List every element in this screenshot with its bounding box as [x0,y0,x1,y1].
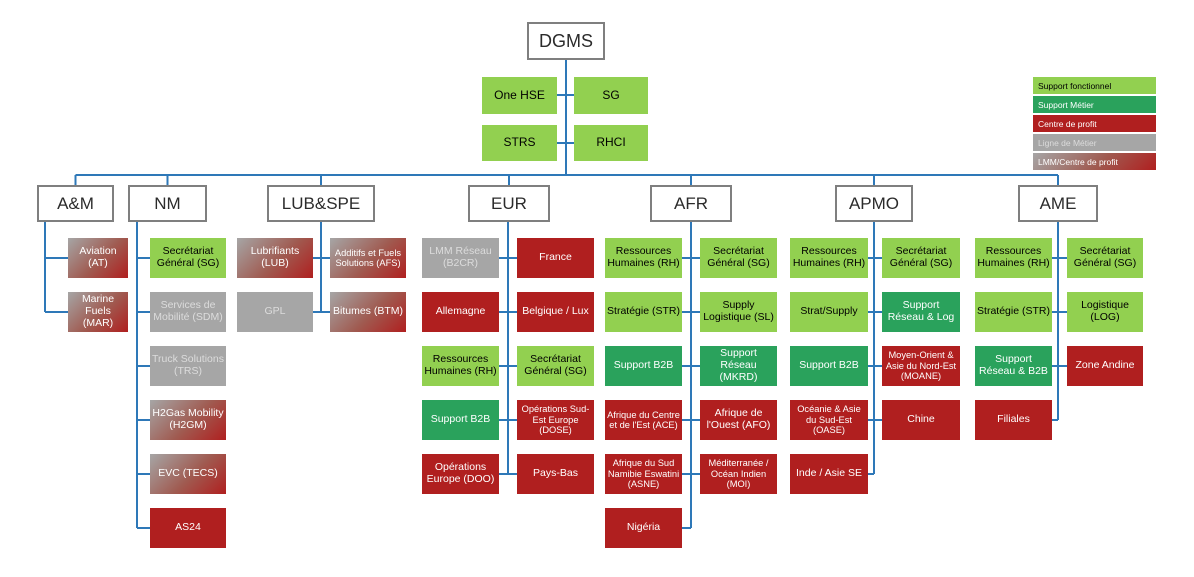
support-node-sg: SG [574,77,648,114]
box-support-r-seau-mkrd: Support Réseau (MKRD) [700,346,777,386]
box-secr-tariat-g-n-ral-sg: Secrétariat Général (SG) [1067,238,1143,278]
box-additifs-et-fuels-solutions-afs: Additifs et Fuels Solutions (AFS) [330,238,406,278]
box-supply-logistique-sl: Supply Logistique (SL) [700,292,777,332]
box-secr-tariat-g-n-ral-sg: Secrétariat Général (SG) [700,238,777,278]
box-strat-gie-str: Stratégie (STR) [975,292,1052,332]
box-filiales: Filiales [975,400,1052,440]
box-inde-asie-se: Inde / Asie SE [790,454,868,494]
box-pays-bas: Pays-Bas [517,454,594,494]
dept-node-lub-spe: LUB&SPE [267,185,375,222]
box-support-r-seau-log: Support Réseau & Log [882,292,960,332]
dept-node-nm: NM [128,185,207,222]
box-moyen-orient-asie-du-nord-est-moane: Moyen-Orient & Asie du Nord-Est (MOANE) [882,346,960,386]
box-ressources-humaines-rh: Ressources Humaines (RH) [975,238,1052,278]
box-ressources-humaines-rh: Ressources Humaines (RH) [790,238,868,278]
box-chine: Chine [882,400,960,440]
box-h2gas-mobility-h2gm: H2Gas Mobility (H2GM) [150,400,226,440]
box-truck-solutions-trs: Truck Solutions (TRS) [150,346,226,386]
box-france: France [517,238,594,278]
box-support-b2b: Support B2B [605,346,682,386]
box-op-rations-europe-doo: Opérations Europe (DOO) [422,454,499,494]
box-afrique-du-sud-namibie-eswatini-asne: Afrique du Sud Namibie Eswatini (ASNE) [605,454,682,494]
box-allemagne: Allemagne [422,292,499,332]
box-lmm-r-seau-b2cr: LMM Réseau (B2CR) [422,238,499,278]
box-strat-gie-str: Stratégie (STR) [605,292,682,332]
box-lubrifiants-lub: Lubrifiants (LUB) [237,238,313,278]
box-aviation-at: Aviation (AT) [68,238,128,278]
legend-item-support-fonctionnel: Support fonctionnel [1033,77,1156,94]
box-bitumes-btm: Bitumes (BTM) [330,292,406,332]
dept-node-afr: AFR [650,185,732,222]
box-ressources-humaines-rh: Ressources Humaines (RH) [605,238,682,278]
box-secr-tariat-g-n-ral-sg: Secrétariat Général (SG) [517,346,594,386]
root-node-dgms: DGMS [527,22,605,60]
box-zone-andine: Zone Andine [1067,346,1143,386]
box-support-b2b: Support B2B [790,346,868,386]
box-afrique-de-l-ouest-afo: Afrique de l'Ouest (AFO) [700,400,777,440]
legend-item-ligne-de-m-tier: Ligne de Métier [1033,134,1156,151]
box-m-diterran-e-oc-an-indien-moi: Méditerranée / Océan Indien (MOI) [700,454,777,494]
box-services-de-mobilit-sdm: Services de Mobilité (SDM) [150,292,226,332]
box-logistique-log: Logistique (LOG) [1067,292,1143,332]
box-afrique-du-centre-et-de-l-est-ace: Afrique du Centre et de l'Est (ACE) [605,400,682,440]
support-node-one-hse: One HSE [482,77,557,114]
box-evc-tecs: EVC (TECS) [150,454,226,494]
legend-item-centre-de-profit: Centre de profit [1033,115,1156,132]
box-support-b2b: Support B2B [422,400,499,440]
box-nig-ria: Nigéria [605,508,682,548]
box-oc-anie-asie-du-sud-est-oase: Océanie & Asie du Sud-Est (OASE) [790,400,868,440]
legend-item-support-m-tier: Support Métier [1033,96,1156,113]
support-node-strs: STRS [482,125,557,161]
box-strat-supply: Strat/Supply [790,292,868,332]
dept-node-apmo: APMO [835,185,913,222]
box-belgique-lux: Belgique / Lux [517,292,594,332]
box-marine-fuels-mar: Marine Fuels (MAR) [68,292,128,332]
box-as24: AS24 [150,508,226,548]
dept-node-eur: EUR [468,185,550,222]
box-gpl: GPL [237,292,313,332]
box-secr-tariat-g-n-ral-sg: Secrétariat Général (SG) [150,238,226,278]
box-secr-tariat-g-n-ral-sg: Secrétariat Général (SG) [882,238,960,278]
box-op-rations-sud-est-europe-dose: Opérations Sud-Est Europe (DOSE) [517,400,594,440]
dept-node-ame: AME [1018,185,1098,222]
dept-node-a-m: A&M [37,185,114,222]
box-support-r-seau-b2b: Support Réseau & B2B [975,346,1052,386]
support-node-rhci: RHCI [574,125,648,161]
legend-item-lmm-centre-de-profit: LMM/Centre de profit [1033,153,1156,170]
box-ressources-humaines-rh: Ressources Humaines (RH) [422,346,499,386]
